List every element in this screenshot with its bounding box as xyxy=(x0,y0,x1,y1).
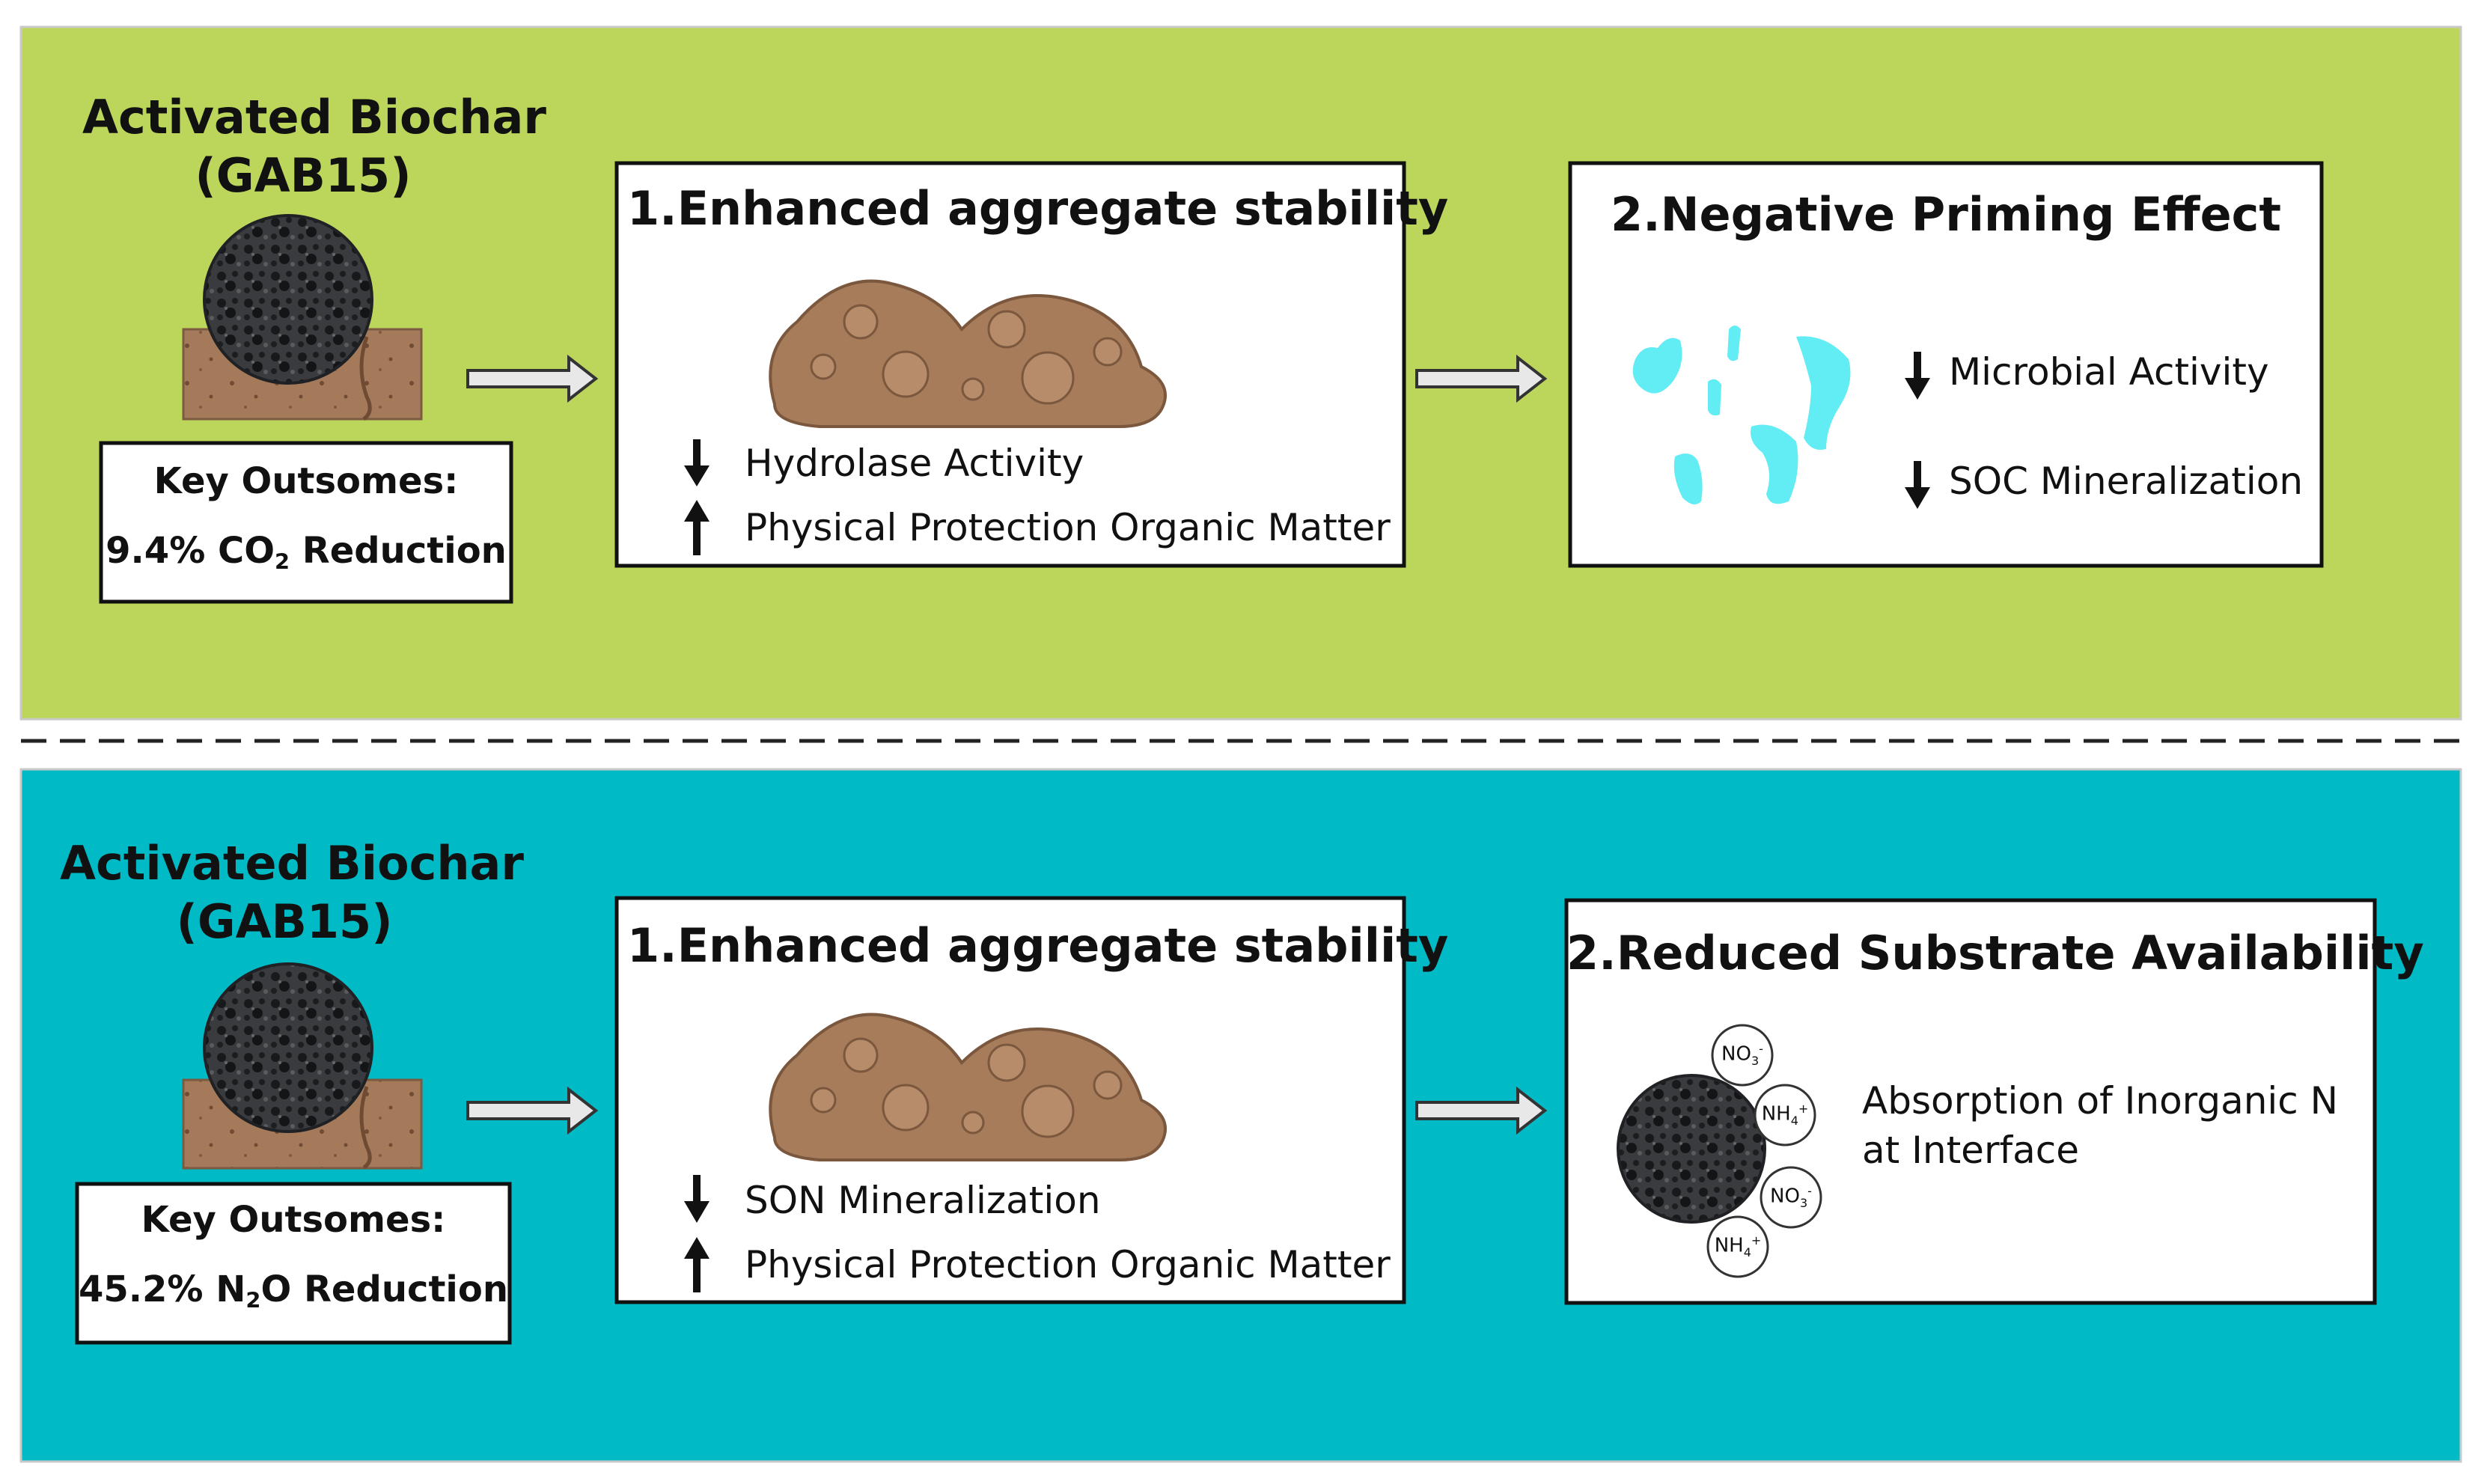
top-key-value-prefix: 9.4% CO xyxy=(106,530,275,572)
top-key-value-sub: 2 xyxy=(275,549,290,575)
bottom-box2-title: 2.Reduced Substrate Availability xyxy=(1566,926,2424,980)
ion-3-sup: - xyxy=(1807,1184,1812,1198)
bottom-key-value: 45.2% N2O Reduction xyxy=(77,1268,510,1313)
top-box1-item-1: Hydrolase Activity xyxy=(745,442,1084,485)
top-arrow-2 xyxy=(1415,354,1548,403)
ion-1-sub: 3 xyxy=(1751,1053,1760,1068)
bottom-key-value-prefix: 45.2% N xyxy=(78,1268,246,1310)
ion-4-sup: + xyxy=(1751,1233,1762,1248)
ion-4-sub: 4 xyxy=(1743,1245,1751,1259)
top-box2-title: 2.Negative Priming Effect xyxy=(1610,187,2282,242)
ion-2-base: NH xyxy=(1761,1102,1791,1126)
ion-3-sub: 3 xyxy=(1799,1195,1808,1210)
top-soil-aggregate-illustration xyxy=(769,279,1167,428)
top-box2-item-2: SOC Mineralization xyxy=(1949,459,2304,503)
ion-label-nh4-1: NH4+ xyxy=(1755,1102,1815,1128)
top-box2-down-arrow-icon-1 xyxy=(1905,352,1930,400)
top-box1-item-2: Physical Protection Organic Matter xyxy=(745,506,1391,549)
bottom-biochar-soil-illustration xyxy=(182,962,423,1170)
top-biochar-soil-illustration xyxy=(182,214,423,421)
top-box1-title: 1.Enhanced aggregate stability xyxy=(627,181,1449,236)
top-key-value-suffix: Reduction xyxy=(290,530,507,572)
bottom-box1-down-arrow-icon xyxy=(684,1175,709,1223)
ion-circles xyxy=(1706,1024,1822,1278)
ion-1-base: NO xyxy=(1721,1042,1751,1066)
top-microbes-illustration xyxy=(1632,326,1851,504)
bottom-box1-title: 1.Enhanced aggregate stability xyxy=(627,918,1449,973)
bottom-box1-up-arrow-icon xyxy=(684,1237,709,1292)
ion-label-no3-2: NO3- xyxy=(1761,1184,1821,1210)
ion-1-sup: - xyxy=(1759,1042,1763,1056)
bottom-key-value-suffix: O Reduction xyxy=(260,1268,508,1310)
top-box1-down-arrow-icon xyxy=(684,439,709,486)
bottom-arrow-2 xyxy=(1415,1086,1548,1135)
bottom-key-outcomes-box xyxy=(75,1182,512,1345)
top-key-outcomes-box xyxy=(99,441,513,604)
bottom-box1-item-2: Physical Protection Organic Matter xyxy=(745,1243,1391,1286)
top-biochar-title: Activated Biochar (GAB15) xyxy=(82,88,546,204)
top-box2-item-1: Microbial Activity xyxy=(1949,350,2269,394)
top-key-title: Key Outsomes: xyxy=(153,460,459,502)
bottom-arrow-1 xyxy=(466,1086,599,1135)
bottom-box2-text-line1: Absorption of Inorganic N xyxy=(1862,1079,2339,1123)
bottom-box1-item-1: SON Mineralization xyxy=(745,1179,1101,1222)
top-biochar-title-line2: (GAB15) xyxy=(195,147,412,203)
bottom-biochar-particle-illustration xyxy=(1617,1074,1766,1224)
bottom-biochar-title-line1: Activated Biochar xyxy=(60,836,524,891)
bottom-biochar-title: Activated Biochar (GAB15) xyxy=(60,834,524,950)
ion-3-base: NO xyxy=(1770,1185,1800,1208)
bottom-box2-text-line2: at Interface xyxy=(1862,1129,2079,1172)
bottom-soil-aggregate-illustration xyxy=(769,1013,1167,1161)
top-arrow-1 xyxy=(466,354,599,403)
ion-label-no3-1: NO3- xyxy=(1712,1042,1772,1068)
top-biochar-title-line1: Activated Biochar xyxy=(82,90,546,144)
ion-2-sup: + xyxy=(1798,1102,1809,1116)
ion-4-base: NH xyxy=(1714,1234,1744,1257)
top-box1-up-arrow-icon xyxy=(684,500,709,555)
bottom-key-value-sub: 2 xyxy=(245,1287,261,1313)
ion-label-nh4-2: NH4+ xyxy=(1708,1233,1768,1259)
ion-2-sub: 4 xyxy=(1790,1113,1798,1128)
bottom-biochar-title-line2: (GAB15) xyxy=(176,894,393,949)
bottom-key-title: Key Outsomes: xyxy=(141,1199,446,1241)
top-box2-down-arrow-icon-2 xyxy=(1905,461,1930,509)
top-key-value: 9.4% CO2 Reduction xyxy=(101,530,511,575)
